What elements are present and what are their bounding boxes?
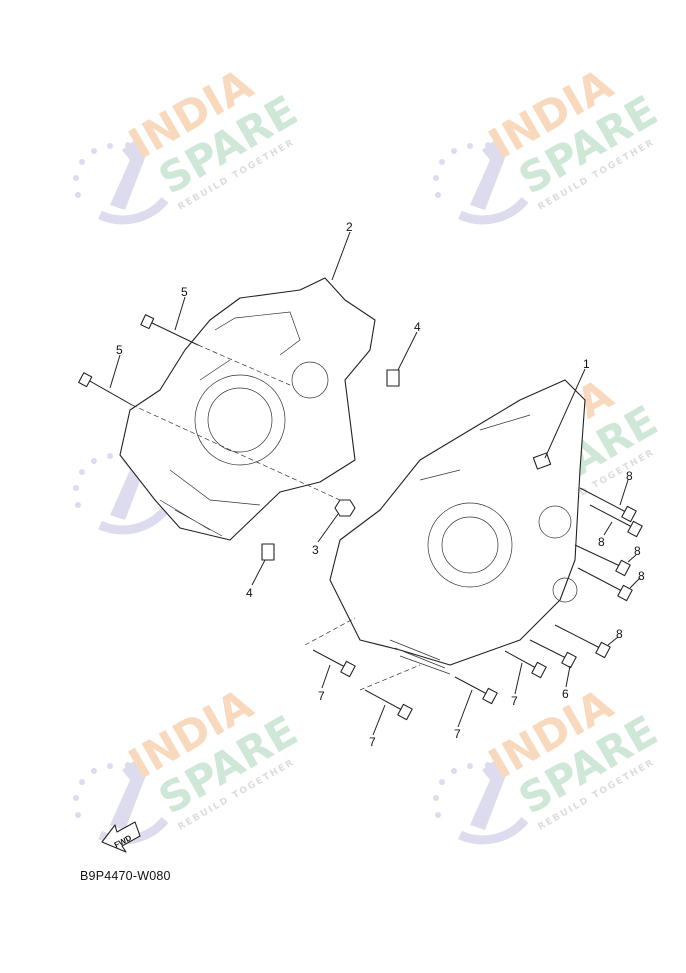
callout-6: 6: [562, 687, 569, 701]
callout-5: 5: [181, 285, 188, 299]
alignment-lines: [131, 344, 421, 691]
crankcase-right: [329, 379, 586, 675]
dowel-4b: [261, 543, 275, 561]
callout-8: 8: [616, 627, 623, 641]
watermark-logo: [433, 59, 666, 220]
callout-8: 8: [638, 569, 645, 583]
watermark-logo: INDIA SPARE REBUILD TOGETHER: [73, 59, 306, 225]
callout-8: 8: [626, 469, 633, 483]
figure-code: B9P4470-W080: [80, 869, 171, 883]
callout-4: 4: [414, 320, 421, 334]
callout-2: 2: [346, 220, 353, 234]
callout-7: 7: [369, 735, 376, 749]
callout-7: 7: [511, 694, 518, 708]
nut-3: [334, 499, 356, 517]
watermark-logo: [73, 679, 306, 840]
callout-7: 7: [454, 727, 461, 741]
watermark-logo: [433, 679, 666, 840]
callout-5: 5: [116, 343, 123, 357]
callout-8: 8: [598, 535, 605, 549]
callout-4: 4: [246, 586, 253, 600]
dowel-4a: [386, 369, 400, 387]
callout-7: 7: [318, 689, 325, 703]
crankcase-left: [119, 277, 376, 541]
wrench-icon: [73, 140, 169, 225]
callout-1: 1: [583, 357, 590, 371]
leader-lines: [109, 231, 641, 736]
bolts-7: [312, 649, 547, 721]
bolts-8: [554, 487, 643, 659]
bolt-6: [529, 639, 577, 669]
bolt-5a: [140, 314, 199, 346]
callout-8: 8: [634, 544, 641, 558]
callout-3: 3: [312, 543, 319, 557]
bolt-5b: [78, 372, 133, 406]
